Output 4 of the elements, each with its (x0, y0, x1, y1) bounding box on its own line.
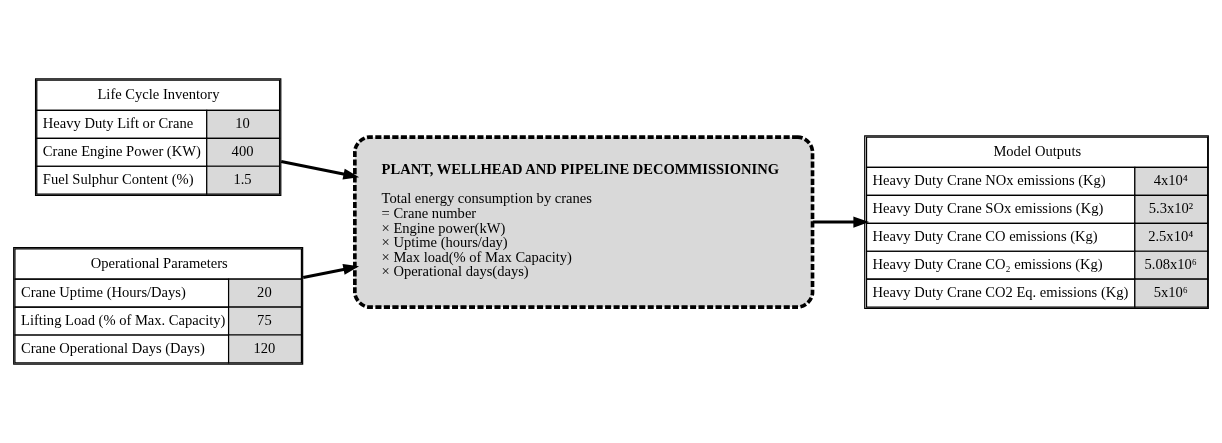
node-box: PLANT, WELLHEAD AND PIPELINE DECOMMISSIONING Total energy consumption by cranes = Crane number × Engine power(kW) × Uptime (hours/day) × Max load(% of Max Capacity) × Operational days(days) (353, 135, 815, 309)
arrow (302, 264, 360, 279)
arrow (280, 160, 360, 180)
arrow (812, 216, 870, 228)
